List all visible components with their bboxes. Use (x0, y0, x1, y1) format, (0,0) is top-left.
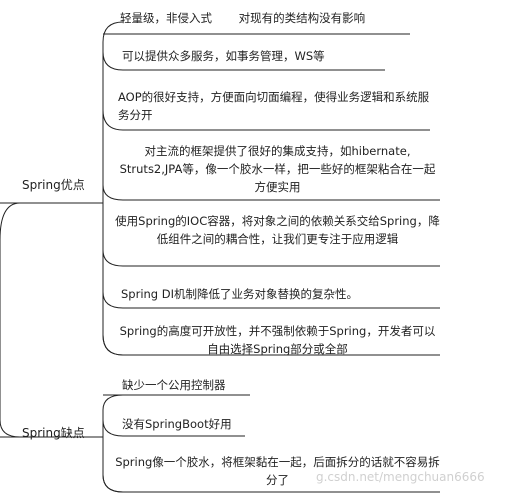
pro-item-4: 对主流的框架提供了很好的集成支持，如hibernate, Struts2,JPA… (119, 144, 436, 194)
pro-item-2: 可以提供众多服务，如事务管理，WS等 (122, 49, 325, 63)
con-item-1: 缺少一个公用控制器 (122, 378, 226, 392)
root-pros-label: Spring优点 (22, 178, 85, 192)
pro-item-7: Spring的高度可开放性，并不强制依赖于Spring，开发者可以自由选择Spr… (119, 324, 436, 356)
con-item-3: Spring像一个胶水，将框架黏在一起，后面拆分的话就不容易拆分了 (115, 455, 440, 487)
pro-item-5: 使用Spring的IOC容器，将对象之间的依赖关系交给Spring，降低组件之间… (115, 214, 440, 246)
root-cons-label: Spring缺点 (22, 426, 85, 440)
pro-item-1: 轻量级，非侵入式 对现有的类结构没有影响 (120, 11, 366, 25)
con-item-2: 没有SpringBoot好用 (122, 417, 232, 431)
pro-item-3: AOP的很好支持，方便面向切面编程，使得业务逻辑和系统服务分开 (118, 90, 430, 122)
pro-item-6: Spring DI机制降低了业务对象替换的复杂性。 (121, 287, 359, 301)
watermark: g.csdn.net/mengchuan6666 (316, 470, 485, 484)
connector-root-pros (0, 202, 21, 438)
